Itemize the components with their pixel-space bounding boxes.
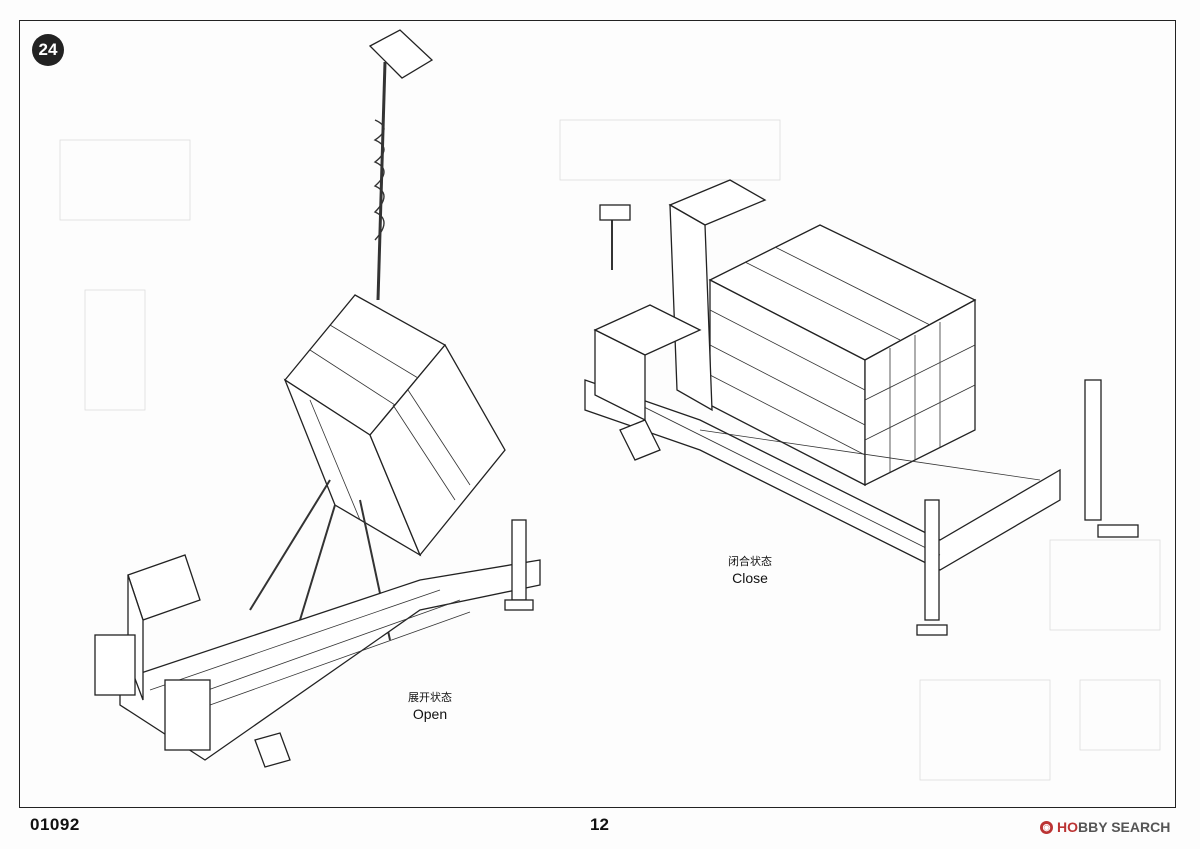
watermark: ◉ HOBBY SEARCH <box>1040 819 1170 835</box>
close-label-en: Close <box>732 570 768 586</box>
bleed-through-ghost <box>59 119 1161 781</box>
open-label-en: Open <box>412 706 448 722</box>
open-state-caption: 展开状态 Open <box>390 690 470 722</box>
launcher-open-view <box>94 29 541 768</box>
close-state-caption: 闭合状态 Close <box>710 554 790 586</box>
open-label-cn: 展开状态 <box>408 691 452 704</box>
close-label-cn: 闭合状态 <box>728 555 772 568</box>
page-frame <box>19 20 1176 808</box>
hobby-search-logo-icon: ◉ <box>1040 820 1053 834</box>
page-number: 12 <box>590 815 609 834</box>
step-number-badge: 24 <box>32 34 64 66</box>
watermark-text: HOBBY SEARCH <box>1057 819 1171 835</box>
catalog-number: 01092 <box>30 815 80 834</box>
launcher-closed-view <box>584 179 1139 636</box>
